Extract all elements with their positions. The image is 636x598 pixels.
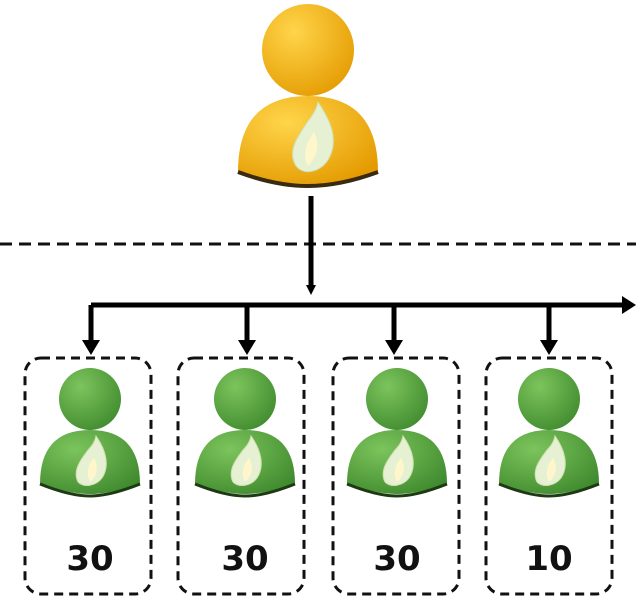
child-person-icon — [498, 368, 600, 498]
child-node: 30 — [176, 305, 306, 596]
child-value-label: 10 — [525, 539, 572, 579]
child-node: 10 — [484, 305, 614, 596]
child-box — [176, 356, 306, 596]
children-group: 30 30 30 10 — [23, 305, 614, 596]
child-box — [484, 356, 614, 596]
flame-icon — [230, 434, 262, 486]
parent-person-icon — [237, 4, 379, 189]
bus-arrowhead — [622, 296, 636, 314]
flame-icon — [534, 434, 566, 486]
child-value-label: 30 — [373, 539, 420, 579]
child-arrowhead — [540, 340, 558, 355]
child-node: 30 — [23, 305, 153, 596]
child-box — [23, 356, 153, 596]
child-arrowhead — [82, 340, 100, 355]
child-arrowhead — [385, 340, 403, 355]
flame-icon — [382, 434, 414, 486]
child-arrowhead — [238, 340, 256, 355]
child-person-icon — [346, 368, 448, 498]
child-value-label: 30 — [221, 539, 268, 579]
child-value-label: 30 — [66, 539, 113, 579]
child-box — [331, 356, 461, 596]
child-node: 30 — [331, 305, 461, 596]
child-person-icon — [39, 368, 141, 498]
child-person-icon — [194, 368, 296, 498]
flame-icon — [75, 434, 107, 486]
